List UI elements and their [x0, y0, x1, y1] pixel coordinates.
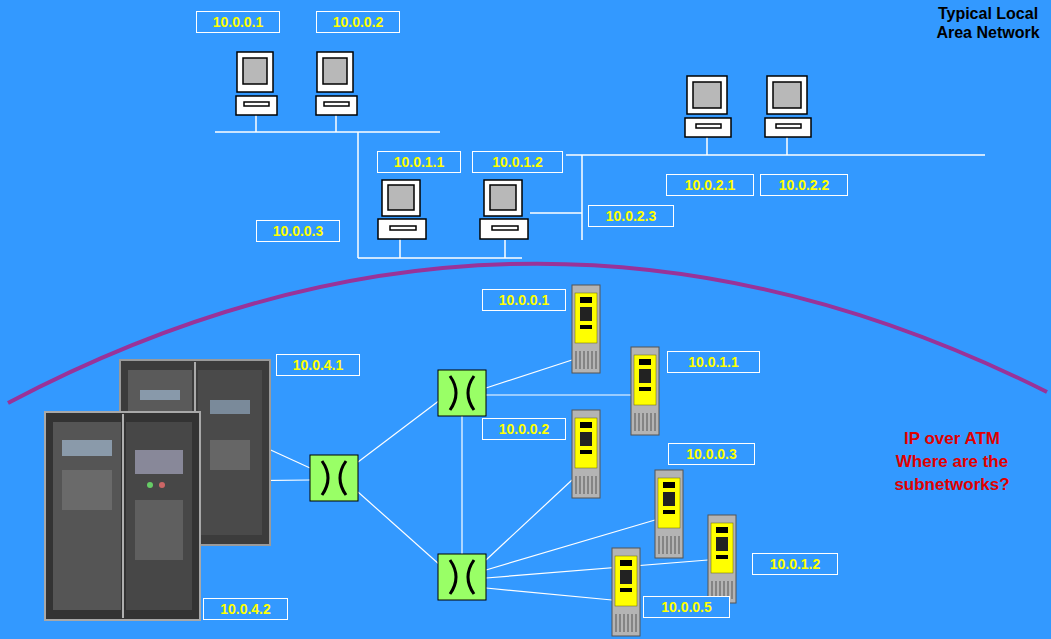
ip-address: 10.0.2.1	[685, 175, 736, 195]
ip-address: 10.0.1.2	[492, 152, 543, 172]
ip-address: 10.0.1.1	[688, 352, 739, 372]
callout-text: Where are the subnetworks?	[894, 452, 1009, 494]
label-box: IP over ATM	[862, 427, 1042, 450]
ip-address: 10.0.0.2	[499, 419, 550, 439]
ip-address: 10.0.0.5	[661, 597, 712, 617]
network-title: Typical Local Area Network	[936, 5, 1039, 41]
ip-address: 10.0.4.1	[293, 355, 344, 375]
ip-address-box: 10.0.4.1	[276, 354, 360, 376]
label-box: Where are the subnetworks?	[862, 450, 1042, 496]
ip-address-box: 10.0.0.3	[668, 443, 755, 465]
ip-address: 10.0.0.3	[273, 221, 324, 241]
ip-address-box: 10.0.2.3	[588, 205, 674, 227]
ip-address-box: 10.0.2.1	[666, 174, 754, 196]
label-box: Typical Local Area Network	[928, 4, 1048, 42]
ip-address: 10.0.2.3	[606, 206, 657, 226]
ip-address: 10.0.2.2	[779, 175, 830, 195]
ip-address: 10.0.0.3	[686, 444, 737, 464]
ip-address-box: 10.0.1.2	[752, 553, 838, 575]
ip-address-box: 10.0.0.3	[256, 220, 340, 242]
ip-address-box: 10.0.1.1	[667, 351, 760, 373]
ip-address-box: 10.0.0.1	[482, 289, 566, 311]
ip-address-box: 10.0.0.1	[196, 11, 280, 33]
ip-address: 10.0.0.2	[333, 12, 384, 32]
ip-address-box: 10.0.2.2	[760, 174, 848, 196]
ip-address: 10.0.1.2	[770, 554, 821, 574]
callout-text: IP over ATM	[904, 429, 1000, 448]
ip-address: 10.0.1.1	[394, 152, 445, 172]
ip-address-box: 10.0.4.2	[203, 598, 288, 620]
ip-address-box: 10.0.0.2	[316, 11, 400, 33]
ip-address-box: 10.0.0.5	[643, 596, 730, 618]
ip-address: 10.0.0.1	[213, 12, 264, 32]
ip-address-box: 10.0.1.1	[377, 151, 461, 173]
ip-address-box: 10.0.1.2	[472, 151, 563, 173]
ip-address-box: 10.0.0.2	[482, 418, 566, 440]
ip-address: 10.0.0.1	[499, 290, 550, 310]
ip-address: 10.0.4.2	[220, 599, 271, 619]
